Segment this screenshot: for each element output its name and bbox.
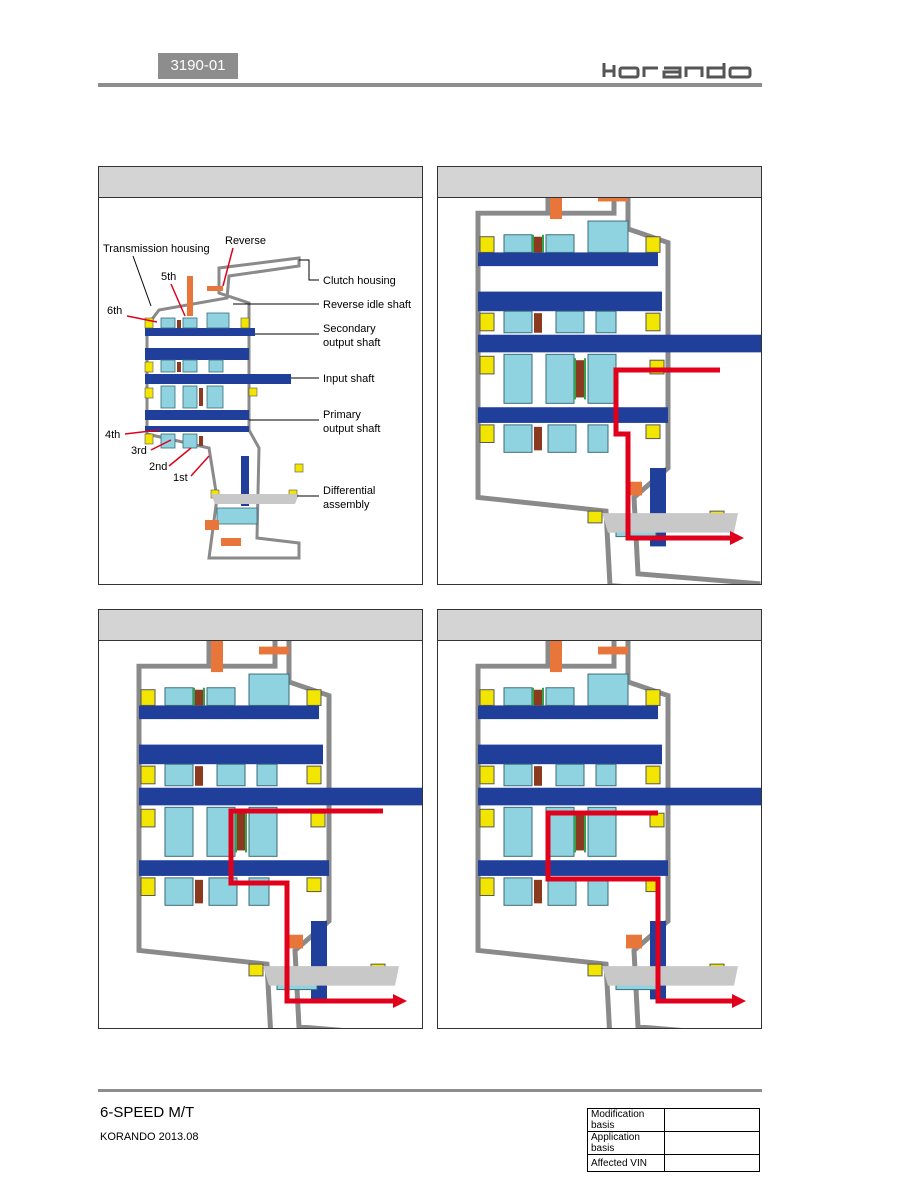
flow-arrow-head-4	[732, 994, 746, 1008]
table-value	[664, 1154, 760, 1172]
flow-arrow-head-3	[393, 994, 407, 1008]
power-flow-panel-2-header	[438, 167, 761, 198]
table-label: Application basis	[587, 1131, 665, 1155]
footer-subtitle: KORANDO 2013.08	[100, 1131, 199, 1143]
power-flow-panel-3-header	[99, 610, 422, 641]
label-clutch-housing: Clutch housing	[323, 275, 396, 287]
table-label: Modification basis	[587, 1108, 665, 1132]
table-value	[664, 1108, 760, 1132]
overview-panel: Transmission housing Reverse Clutch hous…	[98, 166, 423, 585]
label-transmission-housing: Transmission housing	[103, 243, 210, 255]
power-flow-diagram-4	[438, 641, 761, 1028]
flow-arrow-head-2	[730, 531, 744, 545]
label-input-shaft: Input shaft	[323, 373, 374, 385]
transmission-overview-diagram: Transmission housing Reverse Clutch hous…	[103, 235, 411, 560]
footer-rule	[98, 1089, 762, 1092]
label-fifth: 5th	[161, 271, 176, 283]
label-first: 1st	[173, 472, 188, 484]
power-flow-diagram-2	[438, 198, 761, 584]
power-flow-path-2	[613, 367, 732, 541]
label-secondary-output-shaft-1: Secondary	[323, 323, 376, 335]
power-flow-panel-3	[98, 609, 423, 1029]
power-flow-path-3	[228, 808, 395, 1004]
header-rule	[98, 83, 762, 87]
table-row: Affected VIN	[587, 1154, 760, 1172]
table-row: Modification basis	[587, 1108, 760, 1132]
korando-logo	[602, 63, 752, 79]
label-reverse: Reverse	[225, 235, 266, 247]
section-code-badge: 3190-01	[158, 53, 238, 79]
table-label: Affected VIN	[587, 1154, 665, 1172]
label-primary-output-shaft-2: output shaft	[323, 423, 381, 435]
table-row: Application basis	[587, 1131, 760, 1155]
power-flow-panel-4-header	[438, 610, 761, 641]
table-value	[664, 1131, 760, 1155]
label-third: 3rd	[131, 445, 147, 457]
label-secondary-output-shaft-2: output shaft	[323, 337, 381, 349]
power-flow-path-4	[545, 810, 734, 1004]
label-fourth: 4th	[105, 429, 120, 441]
label-differential-1: Differential	[323, 485, 375, 497]
overview-panel-header	[99, 167, 422, 198]
label-sixth: 6th	[107, 305, 122, 317]
power-flow-panel-4	[437, 609, 762, 1029]
power-flow-diagram-3	[99, 641, 422, 1028]
label-second: 2nd	[149, 461, 167, 473]
label-primary-output-shaft-1: Primary	[323, 409, 361, 421]
label-reverse-idle-shaft: Reverse idle shaft	[323, 299, 411, 311]
label-differential-2: assembly	[323, 499, 370, 511]
power-flow-panel-2	[437, 166, 762, 585]
footer-title: 6-SPEED M/T	[100, 1104, 195, 1121]
revision-info-table: Modification basis Application basis Aff…	[587, 1108, 760, 1172]
